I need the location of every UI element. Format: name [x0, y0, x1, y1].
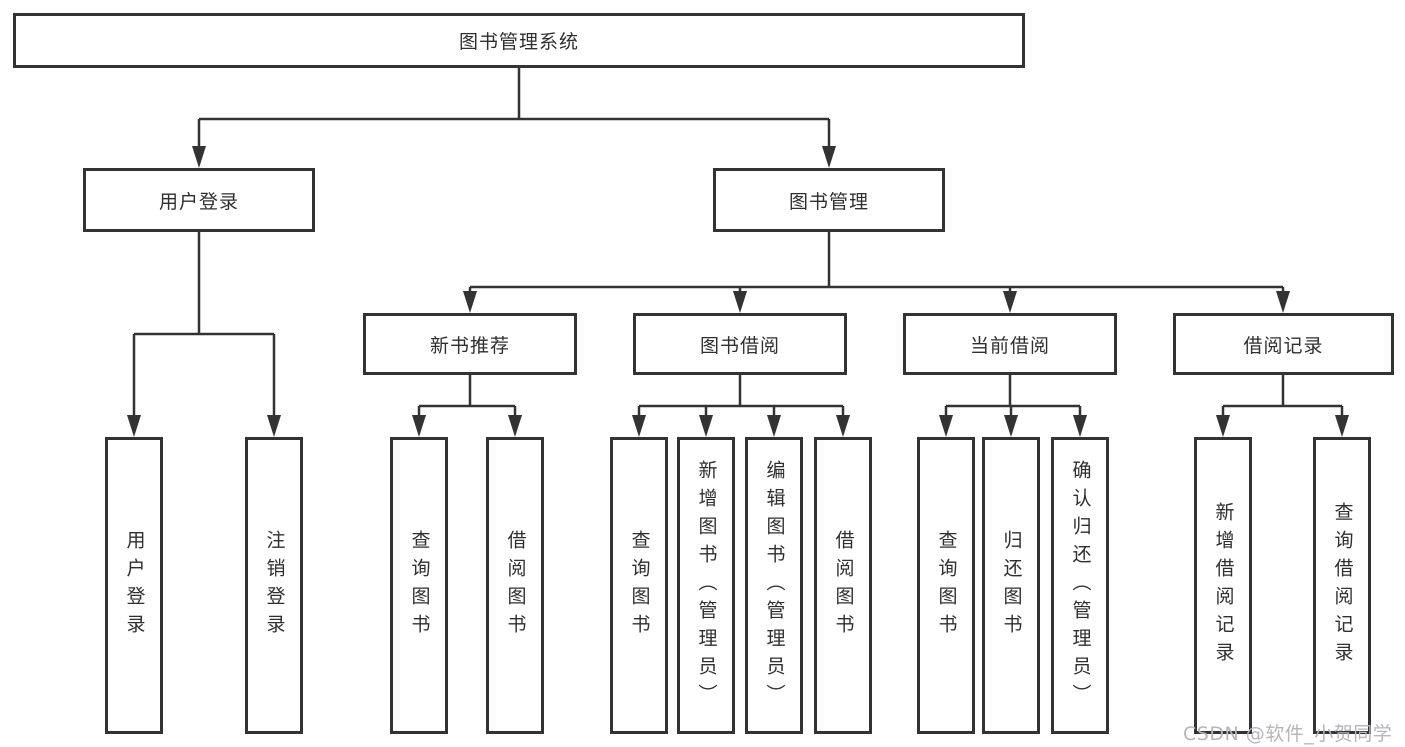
node-borrow-record-label: 借阅记录	[1243, 334, 1324, 357]
arrowhead-icon	[1004, 415, 1018, 437]
leaf-user-login: 用户登录	[105, 437, 163, 734]
connector-root-to-level2	[192, 68, 836, 168]
node-new-book-recommend-label: 新书推荐	[429, 334, 510, 357]
arrowhead-icon	[508, 415, 522, 437]
leaf-return-book: 归还图书	[982, 437, 1040, 734]
arrowhead-icon	[1335, 415, 1349, 437]
leaf-newrec-query-book: 查询图书	[390, 437, 448, 734]
arrowhead-icon	[1216, 415, 1230, 437]
connector-bookmgmt-to-level3	[463, 232, 1290, 313]
leaf-borrow-borrow-book-label: 借阅图书	[832, 529, 855, 642]
arrowhead-icon	[699, 415, 713, 437]
leaf-borrow-query-book: 查询图书	[610, 437, 668, 734]
leaf-user-login-label: 用户登录	[123, 529, 146, 642]
leaf-add-borrow-record: 新增借阅记录	[1194, 437, 1252, 734]
leaf-borrow-query-book-label: 查询图书	[628, 529, 651, 642]
node-book-management: 图书管理	[713, 168, 945, 232]
connector-newrec-to-leaves	[412, 375, 522, 437]
leaf-query-borrow-record: 查询借阅记录	[1313, 437, 1371, 734]
leaf-edit-book-admin: 编辑图书（管理员）	[745, 437, 803, 734]
csdn-watermark: CSDN @软件_小贺同学	[1183, 723, 1393, 745]
connector-currentborrow-to-leaves	[939, 375, 1087, 437]
node-root-label: 图书管理系统	[458, 31, 579, 53]
leaf-newrec-query-book-label: 查询图书	[408, 529, 431, 642]
node-new-book-recommend: 新书推荐	[363, 313, 577, 375]
arrowhead-icon	[939, 415, 953, 437]
connector-borrowrecord-to-leaves	[1216, 375, 1349, 437]
leaf-add-borrow-record-label: 新增借阅记录	[1212, 501, 1235, 670]
leaf-query-borrow-record-label: 查询借阅记录	[1331, 501, 1354, 670]
leaf-add-book-admin-label: 新增图书（管理员）	[695, 459, 718, 712]
leaf-logout: 注销登录	[245, 437, 303, 734]
arrowhead-icon	[733, 291, 747, 313]
arrowhead-icon	[836, 415, 850, 437]
arrowhead-icon	[1276, 291, 1290, 313]
arrowhead-icon	[1003, 291, 1017, 313]
node-user-login-label: 用户登录	[158, 190, 239, 213]
node-current-borrow-label: 当前借阅	[969, 334, 1050, 357]
arrowhead-icon	[632, 415, 646, 437]
leaf-add-book-admin: 新增图书（管理员）	[677, 437, 735, 734]
node-borrow-record: 借阅记录	[1173, 313, 1394, 375]
node-root: 图书管理系统	[13, 13, 1025, 68]
leaf-return-book-label: 归还图书	[1000, 529, 1023, 642]
arrowhead-icon	[463, 291, 477, 313]
leaf-borrow-borrow-book: 借阅图书	[814, 437, 872, 734]
arrowhead-icon	[412, 415, 426, 437]
arrowhead-icon	[127, 415, 141, 437]
node-book-borrow-label: 图书借阅	[699, 334, 780, 357]
node-user-login: 用户登录	[83, 168, 315, 232]
leaf-confirm-return-admin: 确认归还（管理员）	[1051, 437, 1109, 734]
arrowhead-icon	[267, 415, 281, 437]
node-book-management-label: 图书管理	[788, 190, 869, 213]
node-book-borrow: 图书借阅	[633, 313, 847, 375]
arrowhead-icon	[822, 146, 836, 168]
leaf-edit-book-admin-label: 编辑图书（管理员）	[763, 459, 786, 712]
arrowhead-icon	[767, 415, 781, 437]
connector-bookborrow-to-leaves	[632, 375, 850, 437]
leaf-current-query-book: 查询图书	[917, 437, 975, 734]
arrowhead-icon	[192, 146, 206, 168]
arrowhead-icon	[1073, 415, 1087, 437]
connector-userlogin-to-leaves	[127, 232, 281, 437]
leaf-newrec-borrow-book: 借阅图书	[486, 437, 544, 734]
node-current-borrow: 当前借阅	[903, 313, 1117, 375]
leaf-confirm-return-admin-label: 确认归还（管理员）	[1069, 459, 1092, 712]
leaf-current-query-book-label: 查询图书	[935, 529, 958, 642]
leaf-logout-label: 注销登录	[263, 529, 286, 642]
leaf-newrec-borrow-book-label: 借阅图书	[504, 529, 527, 642]
